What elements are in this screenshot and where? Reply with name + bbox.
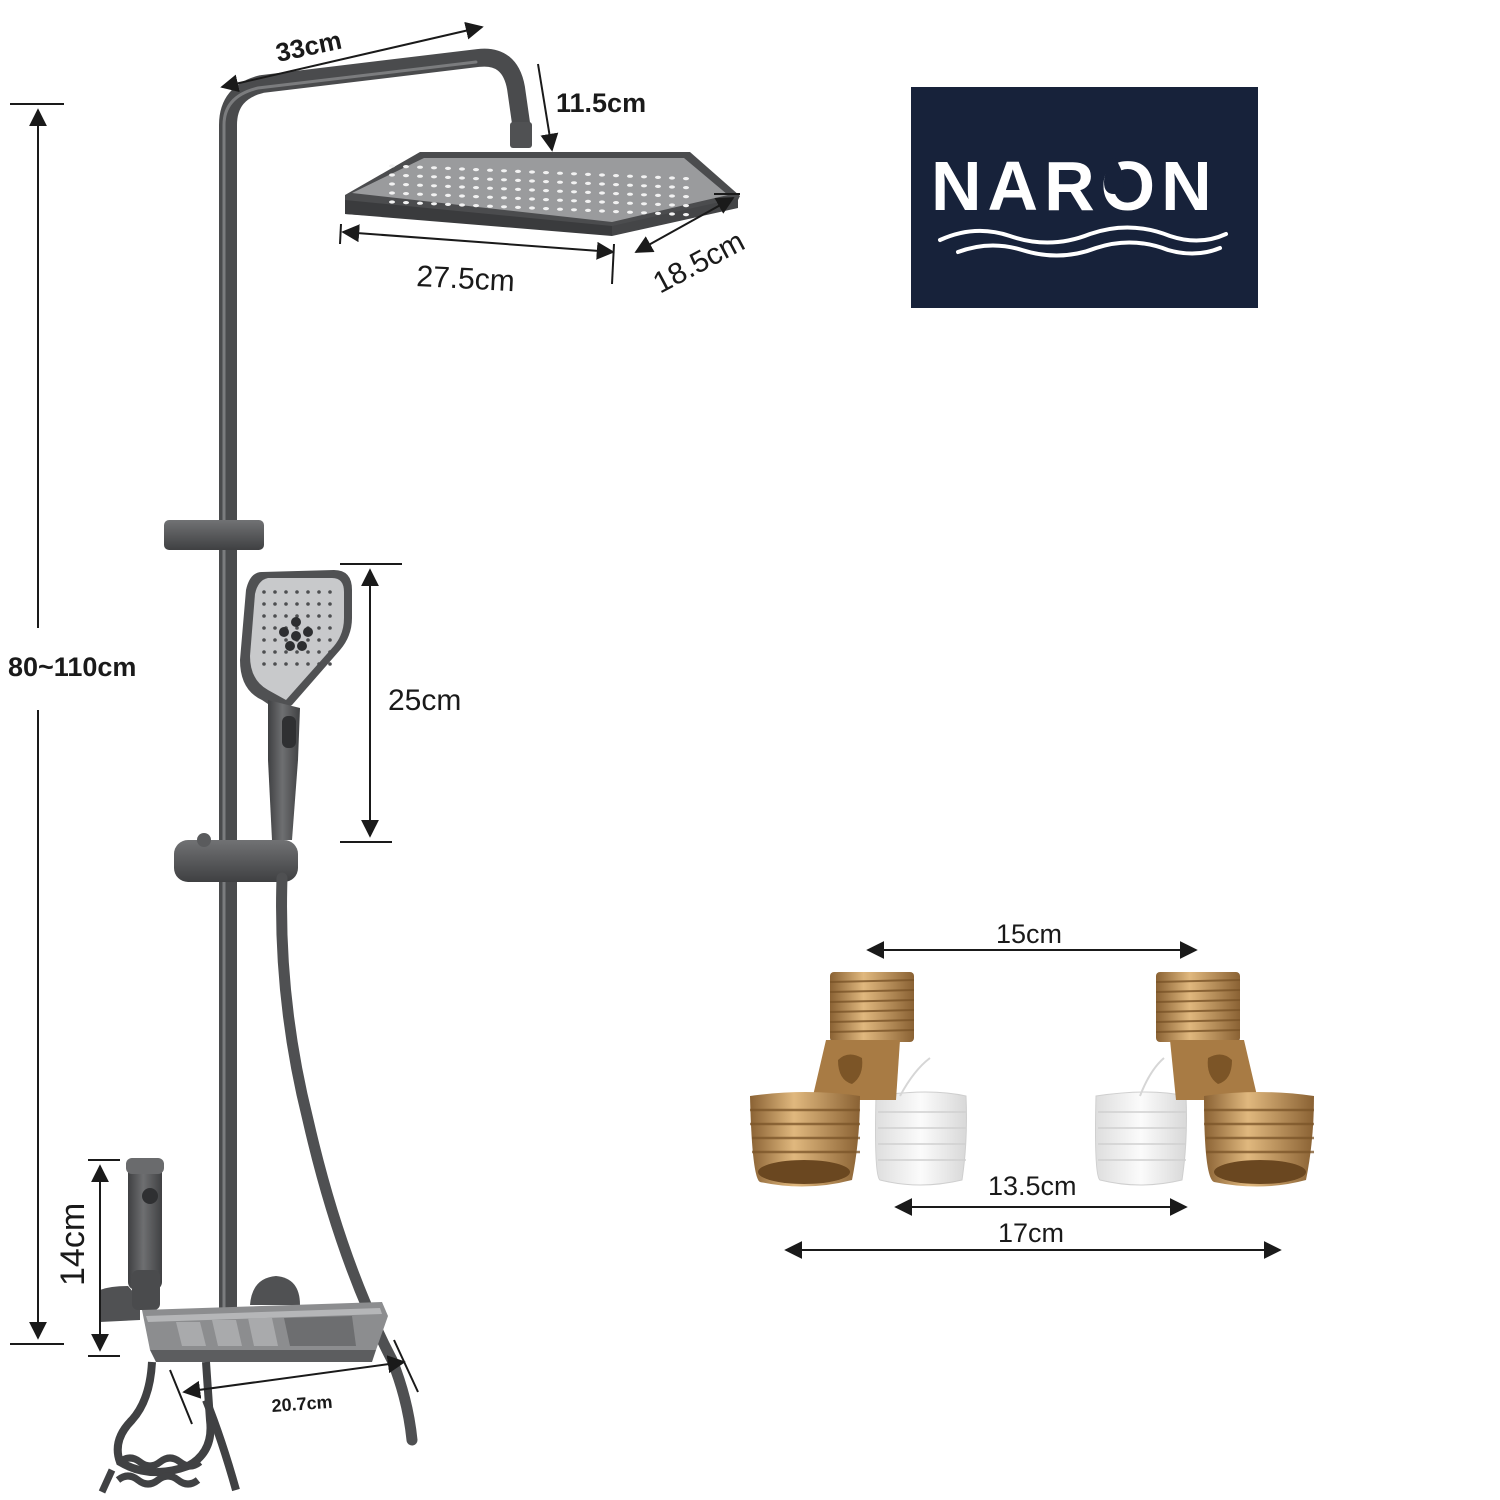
- brand-logo-text: NARON: [931, 147, 1218, 225]
- dim-height-range-label: 80~110cm: [8, 652, 136, 682]
- rain-head-nozzles: [389, 164, 689, 217]
- dim-connector-mid-label: 13.5cm: [988, 1171, 1077, 1201]
- dim-arm-drop-label: 11.5cm: [556, 88, 646, 118]
- hand-shower: [240, 570, 352, 840]
- dim-hand-shower-label: 25cm: [388, 684, 461, 717]
- arm-joint: [510, 122, 532, 148]
- left-eccentric-connector: [750, 972, 967, 1187]
- dim-connector-bottom-label: 17cm: [998, 1218, 1064, 1248]
- dim-mixer-width-label: 20.7cm: [271, 1392, 333, 1416]
- brand-logo-background: [911, 87, 1258, 308]
- lower-holder-bracket: [174, 833, 298, 882]
- connector-dimension-lines: [784, 941, 1282, 1259]
- thermostatic-mixer-shelf: [142, 1302, 388, 1362]
- right-eccentric-connector: [1095, 972, 1314, 1187]
- bidet-sprayer: [100, 1158, 164, 1322]
- eccentric-connectors: [750, 972, 1314, 1187]
- water-drop-icon: [1104, 156, 1124, 194]
- brand-logo: NARON: [911, 87, 1258, 308]
- dim-connector-top-label: 15cm: [996, 919, 1062, 949]
- dim-bidet-height-label: 14cm: [54, 1203, 92, 1286]
- dim-head-width-label: 27.5cm: [416, 260, 516, 298]
- shower-dimension-lines: [10, 21, 740, 1425]
- waves-icon: [938, 225, 1228, 258]
- hand-shower-nozzles: [262, 590, 332, 666]
- upper-slider-bracket: [164, 520, 264, 550]
- overhead-rain-head: [345, 152, 740, 236]
